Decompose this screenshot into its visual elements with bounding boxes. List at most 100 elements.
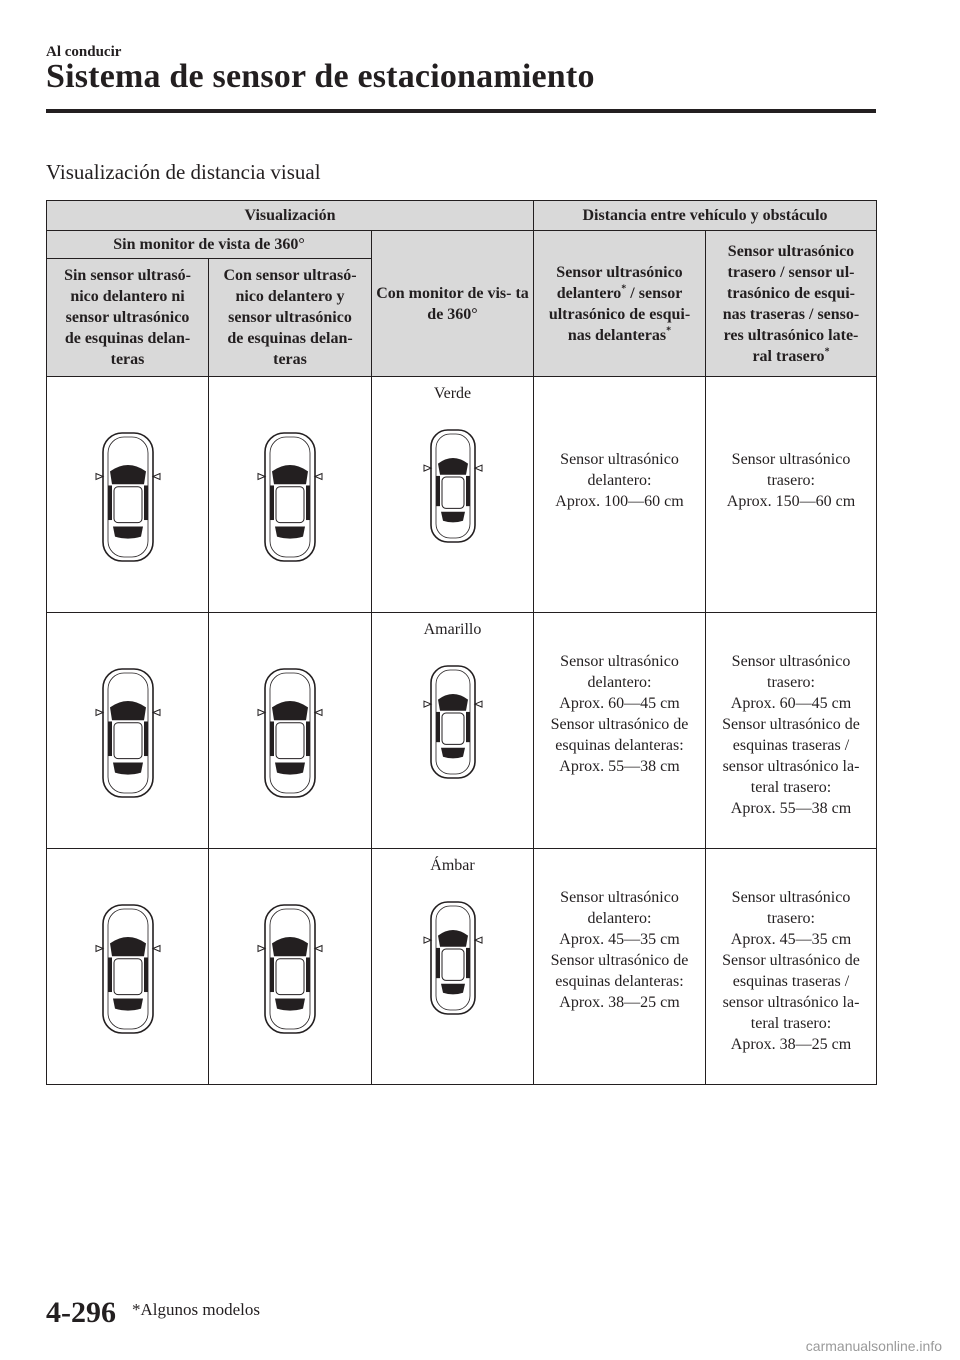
color-label: Ámbar	[430, 857, 475, 874]
car-360-yellow: Amarillo	[371, 612, 534, 849]
windshield	[272, 465, 308, 485]
text-line: Aprox. 55―38 cm	[559, 758, 680, 775]
text-line: teral trasero:	[750, 779, 832, 796]
front-distance-green: Sensor ultrasónico delantero: Aprox. 100―6…	[533, 376, 706, 613]
windshield	[272, 701, 308, 721]
text-line: nas delanteras*	[567, 325, 672, 344]
text-line: Aprox. 45―35 cm	[730, 931, 852, 948]
text-line: delantero:	[587, 472, 652, 489]
text-line: trasero:	[767, 472, 815, 489]
rear-window	[440, 747, 465, 759]
text-line: Sensor ultrasónico de	[550, 952, 689, 969]
text-line: nico delantero y	[235, 288, 345, 305]
text-line: teral trasero:	[750, 1015, 832, 1032]
text-line: teras	[273, 351, 307, 368]
table-row: Verde Sensor ultrasónico delantero: Aprox.…	[46, 376, 877, 613]
text-line: de esquinas delan-	[64, 330, 191, 347]
car-top-view-icon	[95, 432, 160, 562]
windshield	[272, 937, 308, 957]
table-row: Amarillo Sensor ultrasónico delantero: Apr…	[46, 612, 877, 849]
text-line: Aprox. 60―45 cm	[559, 695, 680, 712]
text-line: Sensor ultrasónico	[731, 653, 851, 670]
text-line: Sensor ultrasónico	[731, 451, 851, 468]
rear-window	[112, 526, 143, 539]
text-line: Sensor ultrasónico de	[722, 952, 860, 969]
text-line: Sensor ultrasónico	[560, 451, 679, 468]
text-line: Sensor ultrasónico	[727, 242, 855, 260]
text-line: sensor ultrasónico	[65, 309, 190, 326]
text-line: teras	[110, 351, 145, 368]
car-top-view-icon	[423, 901, 482, 1015]
text-line: delantero* / sensor	[556, 283, 683, 302]
windshield	[109, 701, 146, 721]
front-distance-yellow: Sensor ultrasónico delantero: Aprox. 60―45…	[533, 612, 706, 849]
rear-window	[275, 998, 305, 1011]
text-line: sensor ultrasónico la-	[722, 758, 860, 775]
rear-window	[112, 998, 143, 1011]
text-line: nas traseras / senso-	[722, 305, 860, 323]
text-line: trasónico de esqui-	[727, 284, 855, 302]
header-con-monitor-360: Con monitor de vis- ta de 360°	[371, 230, 534, 377]
page-number: 4-296	[46, 1296, 116, 1329]
car-top-view-icon	[257, 668, 323, 798]
text-line: res ultrasónico late-	[723, 326, 859, 344]
footnote: *Algunos modelos	[132, 1300, 260, 1319]
header-no-front-sensor: Sin sensor ultrasó-nico delantero ni sens…	[46, 258, 209, 377]
rear-window	[440, 983, 465, 995]
car-top-view-icon	[95, 904, 160, 1034]
car-no-front-sensor-yellow	[46, 612, 209, 849]
text-line: Con sensor ultrasó-	[223, 267, 357, 284]
distance-table: Visualización Distancia entre vehículo y…	[46, 200, 877, 1085]
header-sin-monitor-360: Sin monitor de vista de 360°	[46, 230, 372, 259]
header-with-front-sensor: Con sensor ultrasó-nico delantero y senso…	[208, 258, 372, 377]
watermark: carmanualsonline.info	[805, 1338, 942, 1354]
text-line: de esquinas delan-	[227, 330, 353, 347]
rear-window	[275, 526, 305, 539]
text-line: nico delantero ni	[70, 288, 185, 305]
car-with-front-sensor-amber	[208, 848, 372, 1085]
text-line: Aprox. 55―38 cm	[730, 800, 852, 817]
windshield	[109, 937, 146, 957]
text-line: esquinas traseras /	[732, 973, 850, 990]
text-line: delantero:	[587, 674, 652, 691]
header-distancia: Distancia entre vehículo y obstáculo	[533, 200, 877, 231]
car-360-amber: Ámbar	[371, 848, 534, 1085]
text-line: sensor ultrasónico	[228, 309, 352, 326]
text-line: ultrasónico de esqui-	[548, 305, 691, 323]
rear-window	[275, 762, 305, 775]
text-line: delantero:	[587, 910, 652, 927]
color-label: Verde	[433, 385, 472, 402]
rear-window	[440, 511, 465, 523]
text-line: Aprox. 100―60 cm	[555, 493, 684, 510]
car-360-green: Verde	[371, 376, 534, 613]
text-line: Sensor ultrasónico	[560, 653, 679, 670]
text-line: Aprox. 38―25 cm	[730, 1036, 852, 1053]
windshield	[109, 465, 146, 485]
text-line: trasero:	[767, 674, 815, 691]
text-line: Sensor ultrasónico de	[722, 716, 860, 733]
text-line: Sensor ultrasónico	[731, 889, 851, 906]
windshield	[437, 930, 468, 947]
text-line: Sin sensor ultrasó-	[64, 267, 191, 284]
car-no-front-sensor-amber	[46, 848, 209, 1085]
text-line: sensor ultrasónico la-	[722, 994, 860, 1011]
text-line: esquinas delanteras:	[555, 973, 684, 990]
subtitle: Visualización de distancia visual	[46, 160, 321, 184]
windshield	[437, 458, 468, 475]
page-title: Sistema de sensor de estacionamiento	[46, 58, 595, 95]
title-divider	[46, 109, 876, 113]
car-no-front-sensor-green	[46, 376, 209, 613]
car-top-view-icon	[257, 432, 323, 562]
text-line: ral trasero*	[752, 346, 830, 365]
car-top-view-icon	[423, 429, 482, 543]
text-line: Aprox. 45―35 cm	[559, 931, 680, 948]
car-with-front-sensor-yellow	[208, 612, 372, 849]
text-line: trasero:	[767, 910, 815, 927]
car-top-view-icon	[423, 665, 482, 779]
